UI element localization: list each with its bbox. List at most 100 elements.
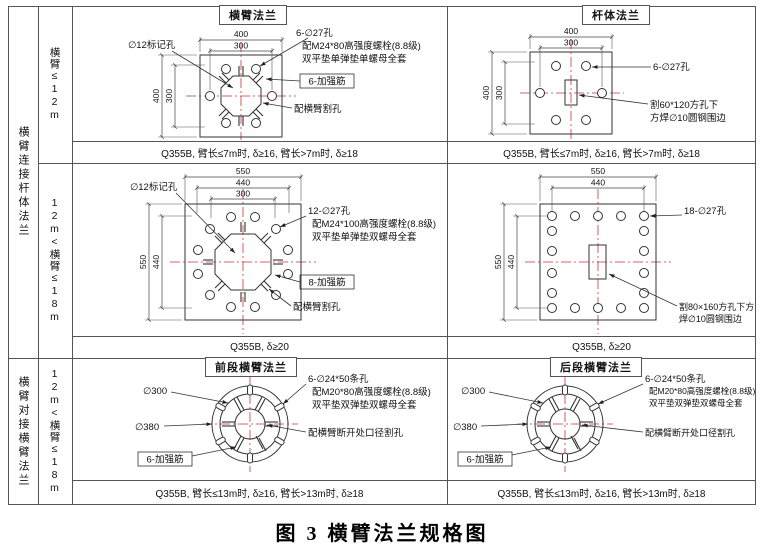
grid-hline-spec-row3 bbox=[72, 480, 756, 481]
group-label-arm-to-arm-text: 横臂对接横臂法兰 bbox=[17, 375, 29, 488]
title-pole-flange: 杆体法兰 bbox=[582, 5, 650, 25]
grid-hline-spec-row2 bbox=[72, 336, 756, 337]
washer-spec-label: 双平垫双弹垫双螺母全套 bbox=[312, 399, 417, 411]
annotations: 6-∅27孔 割60*120方孔下 方焊∅10圆钢围边 bbox=[578, 62, 726, 124]
grid-hline-row2-row3 bbox=[8, 358, 756, 359]
rib-label: 8-加强筋 bbox=[309, 277, 346, 289]
dim-top-mid: 440 bbox=[236, 178, 250, 188]
rib-label: 6-加强筋 bbox=[467, 454, 504, 466]
group-label-arm-to-arm: 横臂对接横臂法兰 bbox=[8, 358, 38, 505]
bolt-holes bbox=[535, 61, 607, 125]
title-front-arm-flange: 前段横臂法兰 bbox=[205, 357, 297, 377]
centerlines bbox=[186, 42, 296, 140]
center-rect-hole bbox=[588, 244, 607, 280]
outer-diameter-label: ∅380 bbox=[453, 422, 477, 433]
row-label-2: 12m<横臂≤18m bbox=[38, 163, 72, 358]
arm-cut-octagon bbox=[220, 75, 262, 117]
annotations: ∅300 ∅380 6-∅24*50条孔 配M20*80高强度螺栓(8.8级) … bbox=[135, 373, 431, 467]
arm-cut-octagon bbox=[214, 233, 272, 291]
bolt-spec-label: 配M24*100高强度螺栓(8.8级) bbox=[312, 218, 436, 230]
cut-hole-label: 配横臂割孔 bbox=[293, 301, 341, 313]
bolt-holes-label: 18-∅27孔 bbox=[684, 206, 727, 217]
cut-hole-label: 配横臂割孔 bbox=[294, 103, 342, 115]
drawing-rear-arm-flange: ∅300 ∅380 6-∅24*50条孔 配M20*80高强度螺栓(8.8级) … bbox=[453, 373, 755, 472]
drawing-arm-flange-small: 400 300 400 300 ∅12标记孔 6-∅27孔 配M24*80高强度… bbox=[128, 28, 421, 140]
dim-top-inner: 300 bbox=[234, 41, 248, 51]
bolt-spec-label: 配M20*80高强度螺栓(8.8级) bbox=[649, 386, 755, 396]
slot-holes-label: 6-∅24*50条孔 bbox=[645, 373, 706, 385]
flange-plate-outline bbox=[529, 51, 613, 135]
annotations: ∅300 ∅380 6-∅24*50条孔 配M20*80高强度螺栓(8.8级) … bbox=[453, 373, 755, 467]
arm-bore-circle bbox=[549, 408, 581, 440]
washer-spec-label: 双平垫单弹垫双螺母全套 bbox=[312, 231, 417, 243]
spec-row1-col2: Q355B, 臂长≤7m时, δ≥16, 臂长>7m时, δ≥18 bbox=[503, 148, 700, 160]
drawing-arm-flange-large: 550 440 300 550 440 ∅12标记孔 12-∅27孔 配M24*… bbox=[130, 166, 436, 334]
dim-top-outer: 400 bbox=[234, 29, 248, 39]
title-arm-flange: 横臂法兰 bbox=[219, 5, 287, 25]
arm-bore-circle bbox=[234, 408, 266, 440]
drawing-pole-flange-small: 400 300 400 300 6-∅27孔 割60*120方孔下 方焊∅10圆… bbox=[481, 26, 726, 139]
row-label-3: 12m<横臂≤18m bbox=[38, 358, 72, 505]
square-hole-note-2: 焊∅10圆钢围边 bbox=[679, 313, 742, 324]
mark-hole-label: ∅12标记孔 bbox=[130, 181, 178, 193]
grid-hline-spec-row1 bbox=[72, 141, 756, 142]
washer-spec-label: 双平垫单弹垫单螺母全套 bbox=[302, 53, 407, 65]
centerlines bbox=[520, 39, 624, 139]
bolt-holes-label: 6-∅27孔 bbox=[653, 62, 690, 73]
slot-holes-label: 6-∅24*50条孔 bbox=[308, 373, 369, 385]
slot-holes bbox=[530, 384, 600, 464]
bolt-holes-label: 6-∅27孔 bbox=[296, 28, 333, 39]
row-label-3-text: 12m<横臂≤18m bbox=[48, 368, 61, 495]
square-hole-note-1: 割60*120方孔下 bbox=[650, 99, 718, 111]
square-hole-note-1: 割80×160方孔下方 bbox=[679, 301, 754, 312]
bolt-spec-label: 配M24*80高强度螺栓(8.8级) bbox=[302, 40, 421, 52]
title-rear-arm-flange: 后段横臂法兰 bbox=[550, 357, 642, 377]
cut-hole-label: 配横臂断开处口径割孔 bbox=[308, 427, 404, 439]
stiffener-ribs bbox=[222, 396, 278, 452]
grid-hline-row1-row2 bbox=[38, 163, 756, 164]
dim-left-outer: 400 bbox=[481, 86, 491, 100]
dim-left-inner: 440 bbox=[506, 255, 516, 269]
drawing-front-arm-flange: ∅300 ∅380 6-∅24*50条孔 配M20*80高强度螺栓(8.8级) … bbox=[135, 373, 431, 472]
dim-top-outer: 400 bbox=[564, 26, 578, 36]
spec-row3-col1: Q355B, 臂长≤13m时, δ≥16, 臂长>13m时, δ≥18 bbox=[155, 489, 364, 500]
spec-row1-col1: Q355B, 臂长≤7m时, δ≥16, 臂长>7m时, δ≥18 bbox=[161, 148, 358, 160]
flange-plate-outline bbox=[184, 203, 302, 321]
bolt-holes bbox=[193, 212, 293, 312]
bolt-spec-label: 配M20*80高强度螺栓(8.8级) bbox=[312, 386, 431, 398]
grid-vline-groupcol bbox=[38, 6, 39, 505]
dim-left-outer: 550 bbox=[138, 255, 148, 269]
grid-vline-rowcol bbox=[72, 6, 73, 505]
flange-plate-outline bbox=[199, 54, 283, 138]
dimensions: 400 300 400 300 bbox=[481, 26, 614, 136]
group-label-arm-to-pole-text: 横臂连接杆体法兰 bbox=[17, 126, 29, 238]
stiffener-ribs bbox=[218, 66, 264, 126]
cut-hole-label: 配横臂断开处口径割孔 bbox=[645, 427, 735, 438]
bolt-holes bbox=[547, 211, 649, 313]
drawing-pole-flange-large: 550 440 550 440 18-∅27孔 割80×160方孔下方 焊∅10… bbox=[493, 166, 754, 334]
dim-left-inner: 300 bbox=[494, 86, 504, 100]
dimensions: 550 440 550 440 bbox=[493, 166, 658, 322]
dimensions: 550 440 300 550 440 bbox=[138, 166, 303, 322]
inner-diameter-label: ∅300 bbox=[143, 386, 167, 397]
figure-caption: 图 3 横臂法兰规格图 bbox=[275, 523, 489, 545]
dim-top-inner: 300 bbox=[564, 38, 578, 48]
dim-top-inner: 300 bbox=[236, 189, 250, 199]
dim-left-outer: 400 bbox=[151, 89, 161, 103]
annotations: 18-∅27孔 割80×160方孔下方 焊∅10圆钢围边 bbox=[608, 206, 754, 324]
dim-top-inner: 440 bbox=[591, 178, 605, 188]
rib-label: 6-加强筋 bbox=[309, 76, 346, 88]
dim-top-outer: 550 bbox=[591, 166, 605, 176]
row-label-2-text: 12m<横臂≤18m bbox=[48, 197, 61, 324]
dim-left-outer: 550 bbox=[493, 255, 503, 269]
spec-row2-col2: Q355B, δ≥20 bbox=[572, 341, 631, 353]
annotations: ∅12标记孔 12-∅27孔 配M24*100高强度螺栓(8.8级) 双平垫单弹… bbox=[130, 181, 436, 313]
dim-left-mid: 440 bbox=[151, 255, 161, 269]
row-label-1-text: 横臂≤12m bbox=[48, 47, 61, 122]
center-rect-hole bbox=[564, 79, 578, 106]
inner-diameter-label: ∅300 bbox=[461, 386, 485, 397]
square-hole-note-2: 方焊∅10圆钢围边 bbox=[650, 112, 726, 124]
centerlines bbox=[170, 189, 316, 334]
outer-diameter-label: ∅380 bbox=[135, 422, 159, 433]
